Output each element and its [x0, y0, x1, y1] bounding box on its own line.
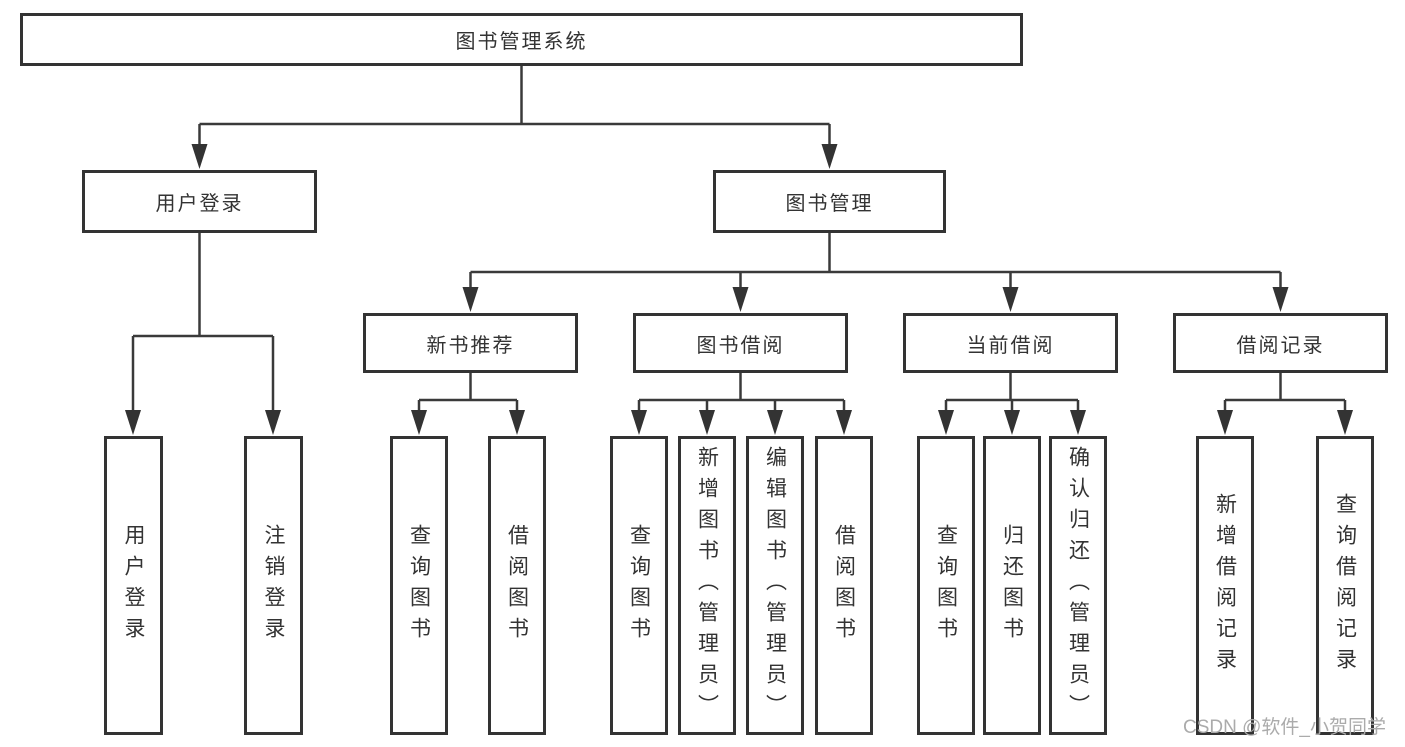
node-book-management-label: 图书管理 [785, 193, 874, 215]
leaf-logout: 注销登录 [244, 436, 303, 735]
leaf-confirm-return-admin-label: 确认归还（管理员） [1066, 446, 1090, 725]
leaf-query-books-current-label: 查询图书 [934, 523, 958, 648]
leaf-add-borrow-record-label: 新增借阅记录 [1213, 492, 1237, 679]
node-borrowing-records: 借阅记录 [1173, 313, 1388, 373]
root-node-book-management-system: 图书管理系统 [20, 13, 1023, 66]
node-borrowing-records-label: 借阅记录 [1236, 334, 1325, 357]
leaf-borrow-books: 借阅图书 [815, 436, 873, 735]
leaf-return-books: 归还图书 [983, 436, 1041, 735]
leaf-user-login-label: 用户登录 [122, 523, 145, 648]
node-user-login: 用户登录 [82, 170, 317, 233]
leaf-confirm-return-admin: 确认归还（管理员） [1049, 436, 1107, 735]
node-book-borrowing-label: 图书借阅 [696, 334, 785, 357]
leaf-query-borrow-record-label: 查询借阅记录 [1333, 492, 1357, 679]
leaf-add-book-admin-label: 新增图书（管理员） [695, 446, 719, 725]
leaf-add-book-admin: 新增图书（管理员） [678, 436, 736, 735]
node-book-management: 图书管理 [713, 170, 946, 233]
leaf-query-books-recommend: 查询图书 [390, 436, 448, 735]
leaf-query-books-borrow: 查询图书 [610, 436, 668, 735]
leaf-borrow-books-label: 借阅图书 [832, 523, 856, 648]
leaf-query-books-current: 查询图书 [917, 436, 975, 735]
leaf-query-books-borrow-label: 查询图书 [627, 523, 651, 648]
leaf-edit-book-admin-label: 编辑图书（管理员） [763, 446, 787, 725]
node-book-borrowing: 图书借阅 [633, 313, 848, 373]
csdn-watermark: CSDN @软件_小贺同学 [1183, 717, 1386, 738]
node-user-login-label: 用户登录 [155, 193, 244, 215]
leaf-logout-label: 注销登录 [262, 523, 285, 648]
leaf-add-borrow-record: 新增借阅记录 [1196, 436, 1254, 735]
leaf-borrow-books-recommend: 借阅图书 [488, 436, 546, 735]
leaf-borrow-books-recommend-label: 借阅图书 [505, 523, 529, 648]
leaf-return-books-label: 归还图书 [1000, 523, 1024, 648]
root-node-label: 图书管理系统 [455, 31, 588, 53]
leaf-edit-book-admin: 编辑图书（管理员） [746, 436, 804, 735]
node-new-book-recommendation-label: 新书推荐 [426, 334, 515, 357]
node-current-borrowing: 当前借阅 [903, 313, 1118, 373]
leaf-user-login: 用户登录 [104, 436, 163, 735]
node-current-borrowing-label: 当前借阅 [966, 334, 1055, 357]
node-new-book-recommendation: 新书推荐 [363, 313, 578, 373]
leaf-query-borrow-record: 查询借阅记录 [1316, 436, 1374, 735]
leaf-query-books-recommend-label: 查询图书 [407, 523, 431, 648]
